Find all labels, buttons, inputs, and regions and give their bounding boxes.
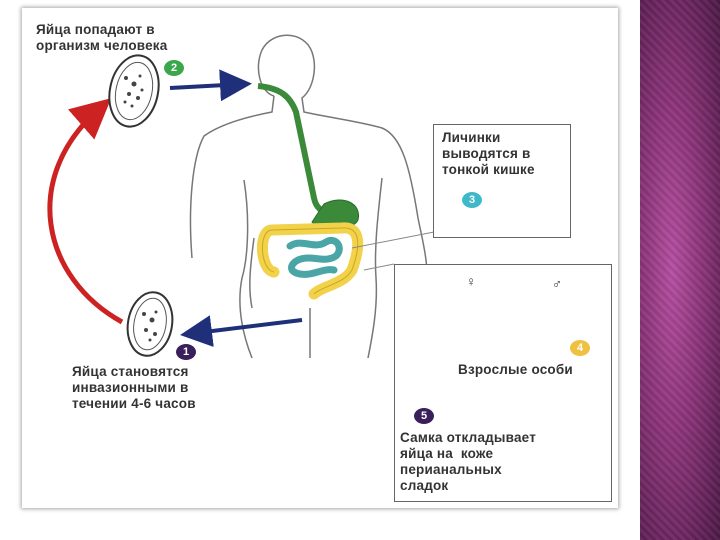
esophagus — [257, 83, 331, 217]
label-adults: Взрослые особи — [458, 362, 573, 377]
egg-top-icon — [108, 54, 160, 128]
badge-2: 2 — [164, 60, 184, 76]
label-larvae: Личинки выводятся в тонкой кишке — [442, 130, 535, 177]
label-eggs-enter: Яйца попадают в организм человека — [36, 22, 168, 53]
larva-box — [433, 124, 571, 238]
badge-4: 4 — [570, 340, 590, 356]
badge-5: 5 — [414, 408, 434, 424]
human-body-outline — [189, 34, 428, 359]
female-symbol: ♀ — [466, 274, 477, 289]
blue-arrow-to-mouth — [169, 69, 252, 102]
adults-box — [394, 264, 612, 502]
side-decoration-panel — [640, 0, 720, 540]
blue-arrow-to-eggs — [180, 315, 303, 347]
male-symbol: ♂ — [552, 276, 563, 291]
leader-line-adults — [363, 263, 395, 271]
egg-bottom-icon — [126, 291, 174, 357]
badge-1: 1 — [176, 344, 196, 360]
label-female-lays: Самка откладывает яйца на коже перианаль… — [400, 430, 537, 493]
leader-line-larva — [351, 231, 435, 249]
lifecycle-diagram: Яйца попадают в организм человека 2 Личи… — [22, 8, 618, 508]
red-cycle-arrow — [47, 98, 124, 325]
small-intestine — [286, 237, 343, 278]
label-eggs-invasive: Яйца становятся инвазионными в течении 4… — [72, 364, 196, 411]
badge-3: 3 — [462, 192, 482, 208]
